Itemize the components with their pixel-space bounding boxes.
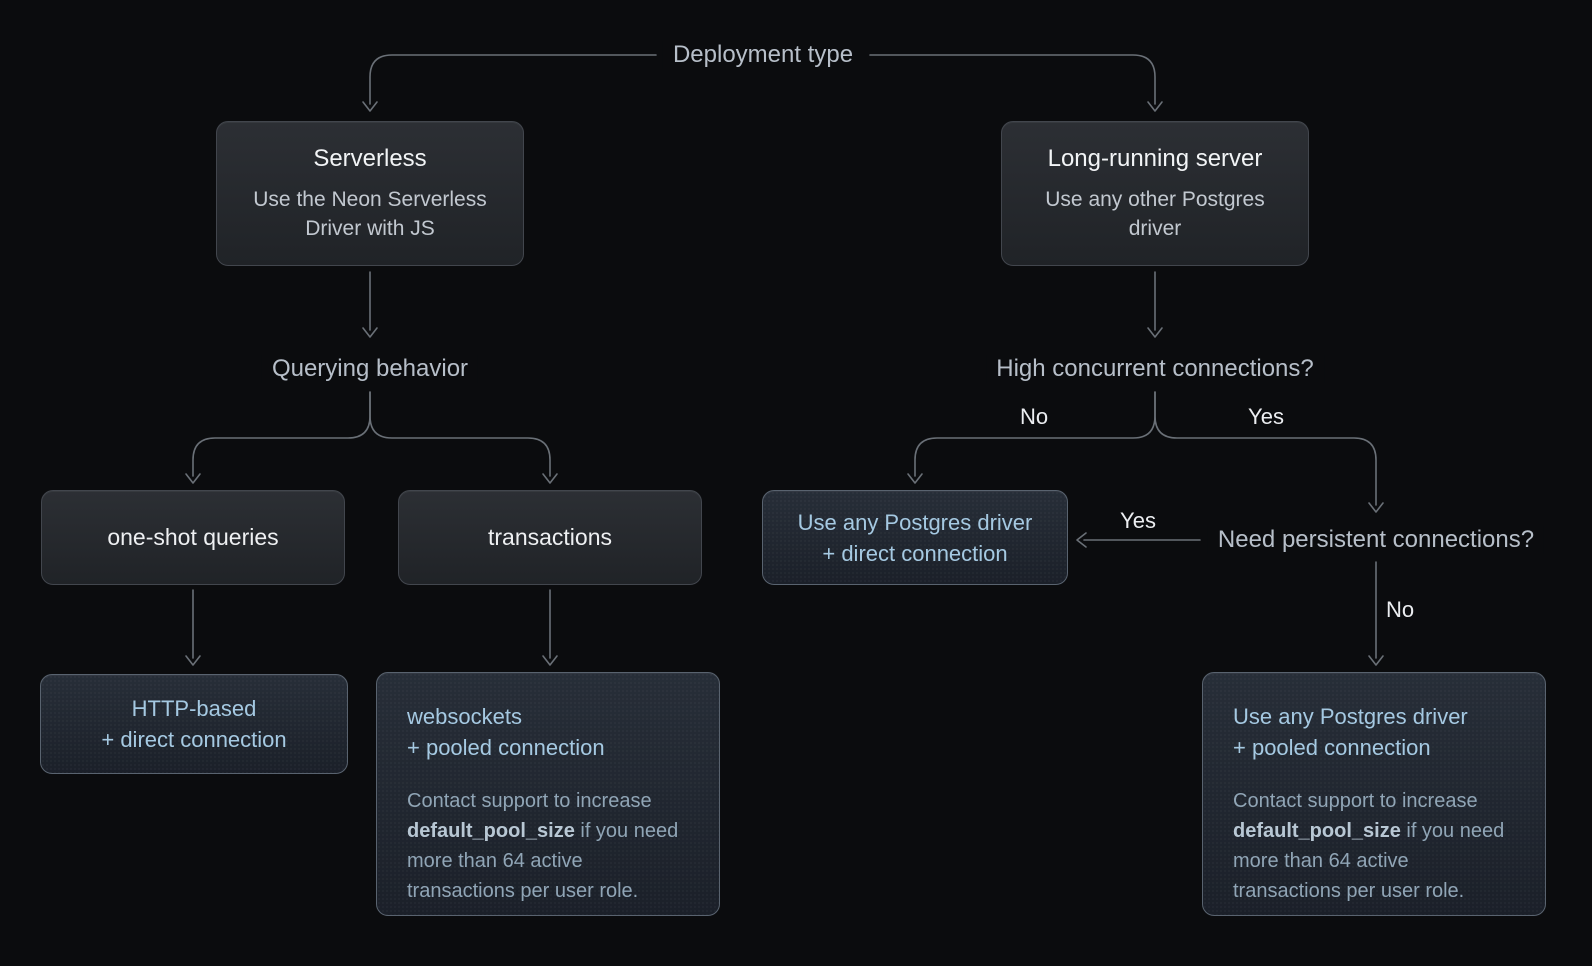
arrowhead-websockets [542,655,558,666]
node-any-driver-direct-line1: Use any Postgres driver [797,509,1033,535]
node-any-driver-pooled-line1: Use any Postgres driver [1233,704,1468,729]
node-any-driver-pooled-note: Contact support to increase default_pool… [1233,786,1515,906]
note-code: default_pool_size [407,820,575,842]
edge-deployment-to-long-running [869,54,1156,105]
node-transactions: transactions [398,490,702,585]
edge-querying-to-one-shot [192,391,371,477]
node-any-driver-pooled: Use any Postgres driver + pooled connect… [1202,672,1546,916]
arrowhead-high-concurrent [1147,327,1163,338]
high-concurrent-no-label: No [1019,404,1049,429]
node-serverless: Serverless Use the Neon Serverless Drive… [216,121,524,266]
node-long-running-server: Long-running server Use any other Postgr… [1001,121,1309,266]
deployment-type-label: Deployment type [662,41,864,69]
arrowhead-transactions [542,473,558,484]
node-serverless-title: Serverless [313,144,427,172]
node-websockets-line1: websockets [407,704,522,729]
node-long-running-subtitle: Use any other Postgres driver [1045,187,1265,240]
node-http-direct-line1: HTTP-based [131,696,257,721]
node-transactions-label: transactions [487,524,612,550]
arrowhead-direct-left [1076,532,1087,548]
high-concurrent-yes-label: Yes [1248,404,1284,429]
arrowhead-pooled [1368,655,1384,666]
persistent-no-label: No [1386,597,1415,622]
need-persistent-connections-label: Need persistent connections? [1207,526,1545,554]
node-websockets-pooled: websockets + pooled connection Contact s… [376,672,720,916]
node-serverless-subtitle: Use the Neon Serverless Driver with JS [253,187,487,240]
node-one-shot-queries: one-shot queries [41,490,345,585]
node-any-driver-pooled-line2: + pooled connection [1233,735,1431,760]
high-concurrent-connections-label: High concurrent connections? [986,355,1324,383]
arrowhead-querying [362,327,378,338]
persistent-yes-label: Yes [1120,508,1156,533]
arrowhead-http [185,655,201,666]
node-websockets-line2: + pooled connection [407,735,605,760]
node-http-direct: HTTP-based + direct connection [40,674,348,774]
node-long-running-title: Long-running server [1047,144,1263,172]
arrowhead-direct [907,473,923,484]
edge-deployment-to-serverless [369,54,657,105]
node-one-shot-label: one-shot queries [107,524,279,550]
edge-high-no-to-direct [914,391,1156,477]
arrowhead-persistent [1368,502,1384,513]
note-pre: Contact support to increase [1233,790,1478,812]
node-any-driver-direct: Use any Postgres driver + direct connect… [762,490,1068,585]
note-post: if you need more than 64 active transact… [407,820,679,902]
edge-querying-to-transactions [369,391,551,477]
note-pre: Contact support to increase [407,790,652,812]
arrowhead-one-shot [185,473,201,484]
edge-high-yes-to-persistent [1154,391,1377,506]
querying-behavior-label: Querying behavior [261,355,479,383]
node-any-driver-direct-line2: + direct connection [822,540,1008,566]
arrowhead-serverless [362,101,378,112]
node-http-direct-line2: + direct connection [101,727,287,752]
note-code: default_pool_size [1233,820,1401,842]
node-websockets-note: Contact support to increase default_pool… [407,786,689,906]
note-post: if you need more than 64 active transact… [1233,820,1505,902]
arrowhead-long-running [1147,101,1163,112]
